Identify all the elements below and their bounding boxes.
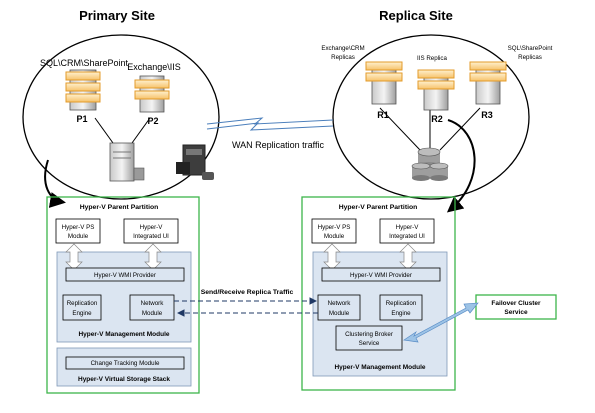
server-r3-role-line2: Replicas bbox=[518, 54, 542, 61]
left-ps-module-line2: Module bbox=[68, 233, 89, 240]
right-ps-module-line2: Module bbox=[324, 233, 345, 240]
primary-site-title: Primary Site bbox=[79, 8, 155, 23]
left-storage-stack-label: Hyper-V Virtual Storage Stack bbox=[78, 376, 170, 383]
left-replication-engine-line2: Engine bbox=[72, 310, 92, 317]
server-r2-role: IIS Replica bbox=[417, 55, 447, 62]
replica-storage-icon bbox=[411, 147, 449, 181]
primary-site-boundary bbox=[22, 34, 220, 200]
primary-cluster-server-icon bbox=[109, 142, 145, 182]
server-r1-role: Exchange\CRM bbox=[321, 45, 364, 52]
admin-workstation-icon bbox=[176, 144, 214, 180]
failover-line2: Service bbox=[504, 309, 528, 316]
server-p2-role: Exchange\IIS bbox=[127, 62, 181, 72]
left-partition-title: Hyper-V Parent Partition bbox=[80, 204, 159, 211]
server-r3-label: R3 bbox=[481, 110, 493, 120]
right-replication-engine-line1: Replication bbox=[386, 300, 417, 307]
right-integrated-ui bbox=[379, 218, 435, 244]
right-ps-module-line1: Hyper-V PS bbox=[318, 224, 351, 231]
right-ps-module bbox=[311, 218, 357, 244]
failover-cluster-service bbox=[475, 294, 557, 320]
right-partition-title: Hyper-V Parent Partition bbox=[339, 204, 418, 211]
server-p1-icon bbox=[65, 69, 101, 111]
replica-site-boundary bbox=[332, 34, 530, 200]
server-r3-icon bbox=[469, 61, 507, 105]
left-network-module-line1: Network bbox=[141, 300, 165, 307]
failover-line1: Failover Cluster bbox=[491, 300, 541, 307]
left-integrated-ui bbox=[123, 218, 179, 244]
primary-to-partition-arrow bbox=[44, 159, 66, 208]
wan-label: WAN Replication traffic bbox=[232, 140, 325, 150]
replica-site-title: Replica Site bbox=[379, 8, 453, 23]
right-integrated-ui-line2: Integrated UI bbox=[389, 233, 425, 240]
server-p2-label: P2 bbox=[147, 116, 158, 126]
left-network-module bbox=[129, 294, 175, 321]
left-replication-engine-line1: Replication bbox=[67, 300, 98, 307]
left-ps-module-line1: Hyper-V PS bbox=[62, 224, 95, 231]
server-r1-icon bbox=[365, 61, 403, 105]
server-p1-role: SQL\CRM\SharePoint bbox=[40, 58, 129, 68]
server-p2-icon bbox=[134, 75, 170, 113]
right-wmi-provider bbox=[321, 267, 441, 282]
traffic-label: Send/Receive Replica Traffic bbox=[201, 289, 294, 296]
left-parent-partition bbox=[46, 196, 200, 394]
primary-network-links bbox=[94, 117, 151, 144]
server-r3-role: SQL\SharePoint bbox=[508, 45, 553, 52]
right-replication-engine-line2: Engine bbox=[391, 310, 411, 317]
right-clustering-broker-line2: Service bbox=[359, 340, 380, 347]
server-r1-role-line2: Replicas bbox=[331, 54, 355, 61]
left-replication-engine bbox=[62, 294, 102, 321]
right-integrated-ui-line1: Hyper-V bbox=[396, 224, 420, 231]
left-network-module-line2: Module bbox=[142, 310, 163, 317]
replica-to-partition-arrow bbox=[446, 119, 476, 213]
server-p1-label: P1 bbox=[76, 114, 87, 124]
left-wmi-provider bbox=[65, 267, 185, 282]
left-integrated-ui-line2: Integrated UI bbox=[133, 233, 169, 240]
right-clustering-broker-line1: Clustering Broker bbox=[345, 331, 393, 338]
right-replication-engine bbox=[379, 294, 423, 321]
right-network-module-line1: Network bbox=[328, 300, 352, 307]
left-change-tracking bbox=[65, 356, 185, 370]
left-ps-module bbox=[55, 218, 101, 244]
right-network-module-line2: Module bbox=[329, 310, 350, 317]
right-wmi-provider-label: Hyper-V WMI Provider bbox=[350, 272, 412, 279]
server-r1-label: R1 bbox=[377, 110, 389, 120]
server-r2-icon bbox=[417, 69, 455, 111]
right-network-module bbox=[317, 294, 361, 321]
wan-link bbox=[206, 117, 334, 131]
right-parent-partition bbox=[301, 196, 456, 391]
right-clustering-broker bbox=[335, 325, 403, 351]
left-management-module-label: Hyper-V Management Module bbox=[78, 331, 169, 338]
server-r2-label: R2 bbox=[431, 114, 443, 124]
left-integrated-ui-line1: Hyper-V bbox=[140, 224, 164, 231]
left-change-tracking-label: Change Tracking Module bbox=[91, 360, 160, 367]
left-wmi-provider-label: Hyper-V WMI Provider bbox=[94, 272, 156, 279]
replica-network-links bbox=[379, 107, 481, 151]
broker-failover-arrow bbox=[403, 302, 479, 343]
right-management-module-label: Hyper-V Management Module bbox=[334, 364, 425, 371]
